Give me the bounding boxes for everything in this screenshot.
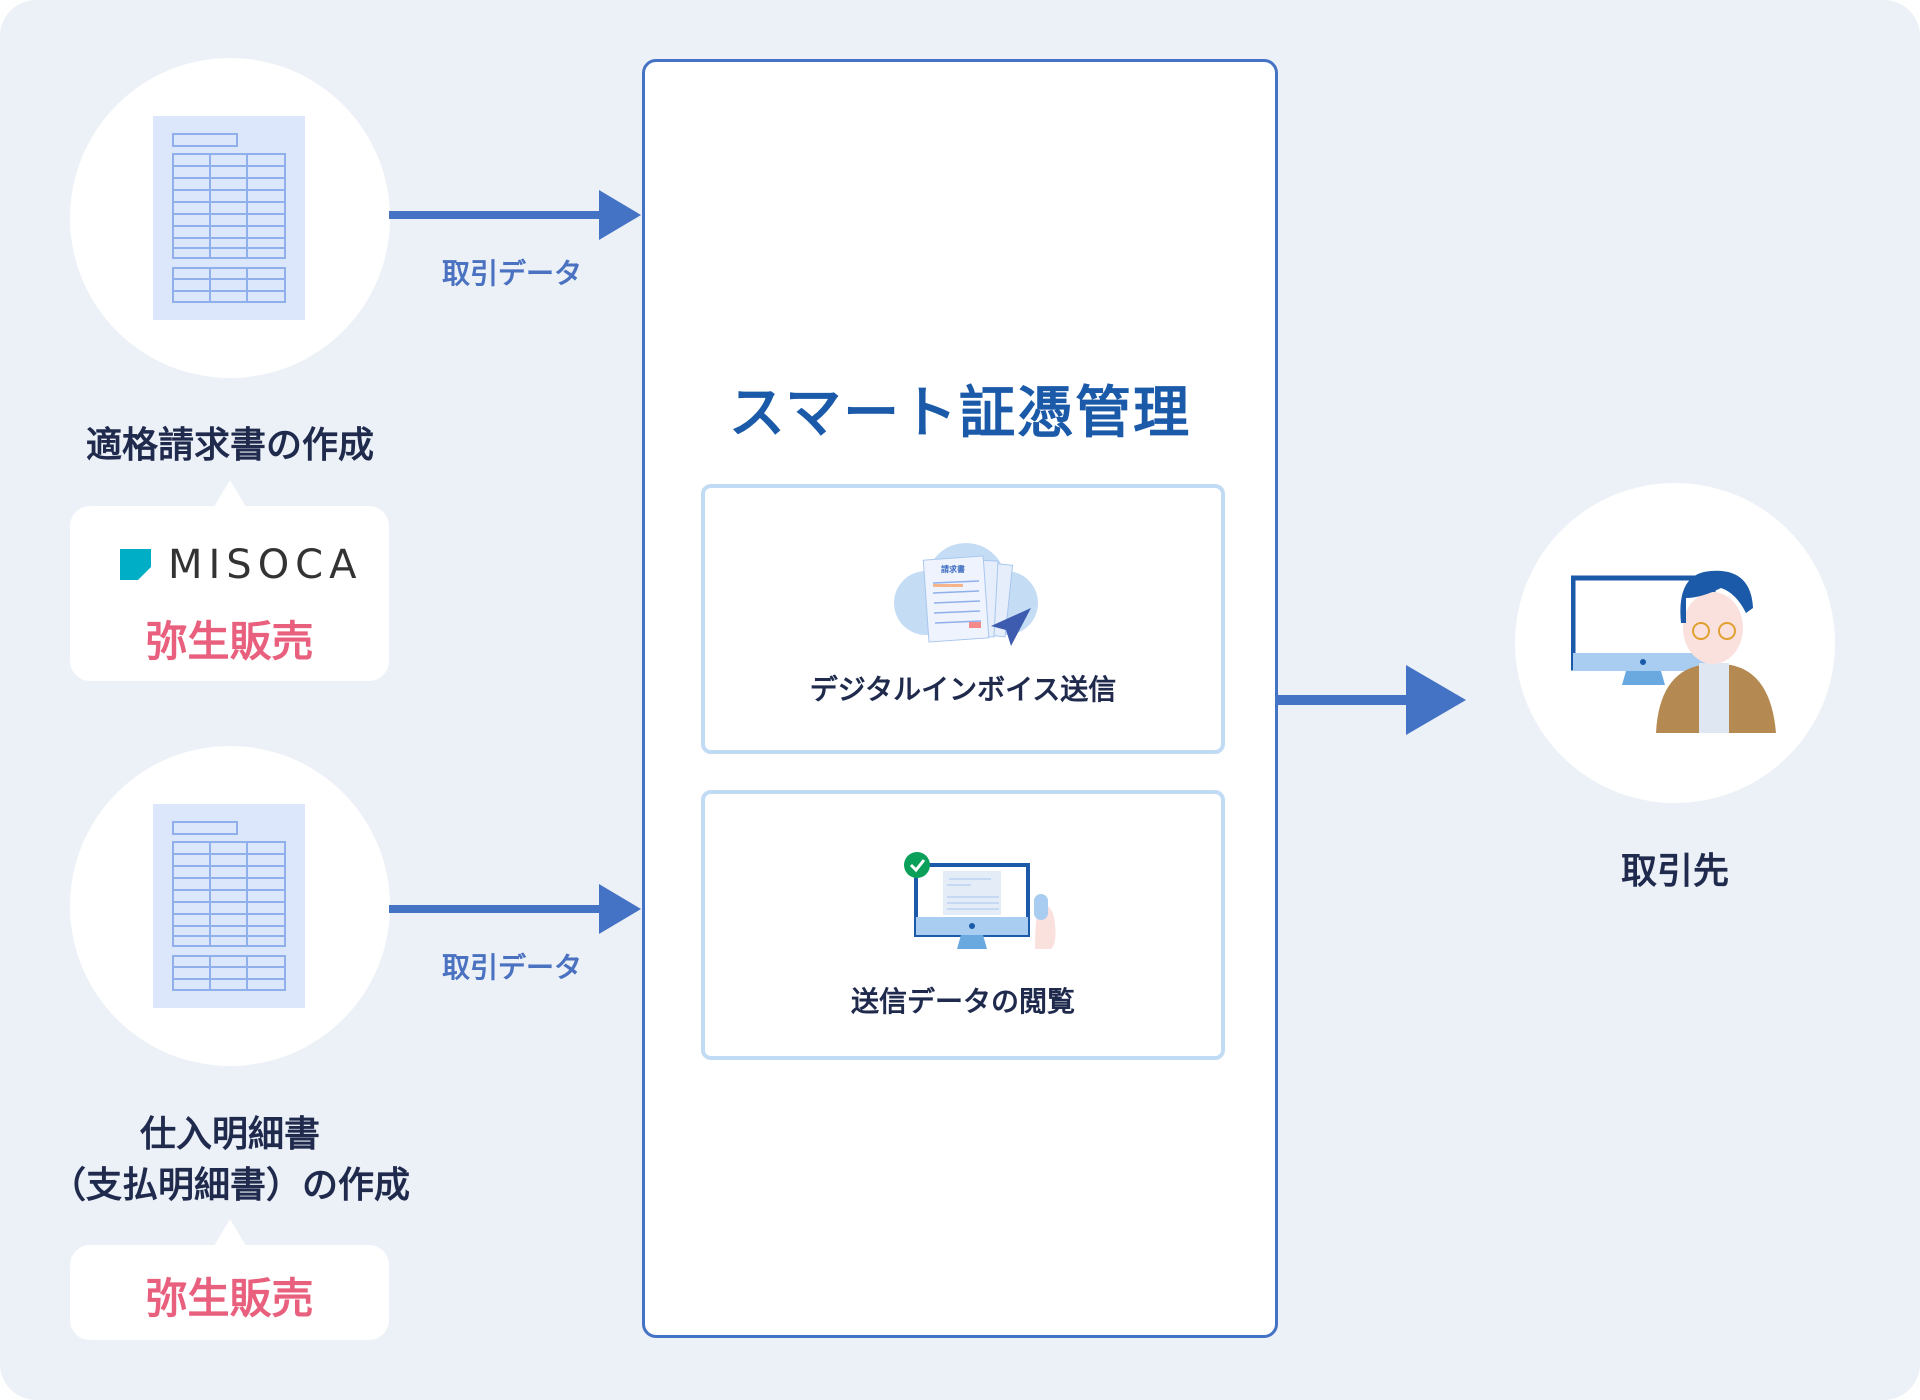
misoca-logo-mark-icon [120,549,151,580]
to-client-arrow [1278,665,1466,735]
client-person-icon [1571,570,1776,733]
smart-voucher-management-panel: スマート証憑管理 請求書 デジタルインボイス送信 送信データの閲覧 [642,59,1278,1338]
feature-card-view-sent-data: 送信データの閲覧 [701,790,1225,1060]
feature-card-digital-invoice: 請求書 デジタルインボイス送信 [701,484,1225,754]
invoice-products-bubble: MISOCA 弥生販売 [70,480,389,681]
transaction-data-label-bottom: 取引データ [441,951,583,984]
svg-text:請求書: 請求書 [941,564,965,574]
client-circle [1515,483,1835,803]
spreadsheet-document-icon [153,804,305,1008]
panel-title: スマート証憑管理 [728,381,1192,446]
view-sent-data-label: 送信データの閲覧 [850,985,1075,1018]
client-label: 取引先 [1620,851,1730,892]
yayoi-sales-label: 弥生販売 [145,617,314,666]
purchase-statement-title-line1: 仕入明細書 [139,1114,321,1155]
invoice-document-circle [70,58,390,378]
purchase-document-circle [70,746,390,1066]
purchase-statement-title-line2: （支払明細書）の作成 [49,1165,411,1206]
invoice-creation-title: 適格請求書の作成 [85,425,375,466]
monitor-view-icon [904,852,1056,949]
misoca-logo: MISOCA [120,542,362,588]
transaction-data-arrow-bottom [389,884,641,934]
invoice-send-icon: 請求書 [894,543,1038,646]
spreadsheet-document-icon [153,116,305,320]
transaction-data-arrow-top [389,190,641,240]
yayoi-sales-label: 弥生販売 [145,1274,314,1323]
digital-invoice-send-label: デジタルインボイス送信 [809,673,1117,706]
purchase-products-bubble: 弥生販売 [70,1219,389,1340]
transaction-data-label-top: 取引データ [441,257,583,290]
